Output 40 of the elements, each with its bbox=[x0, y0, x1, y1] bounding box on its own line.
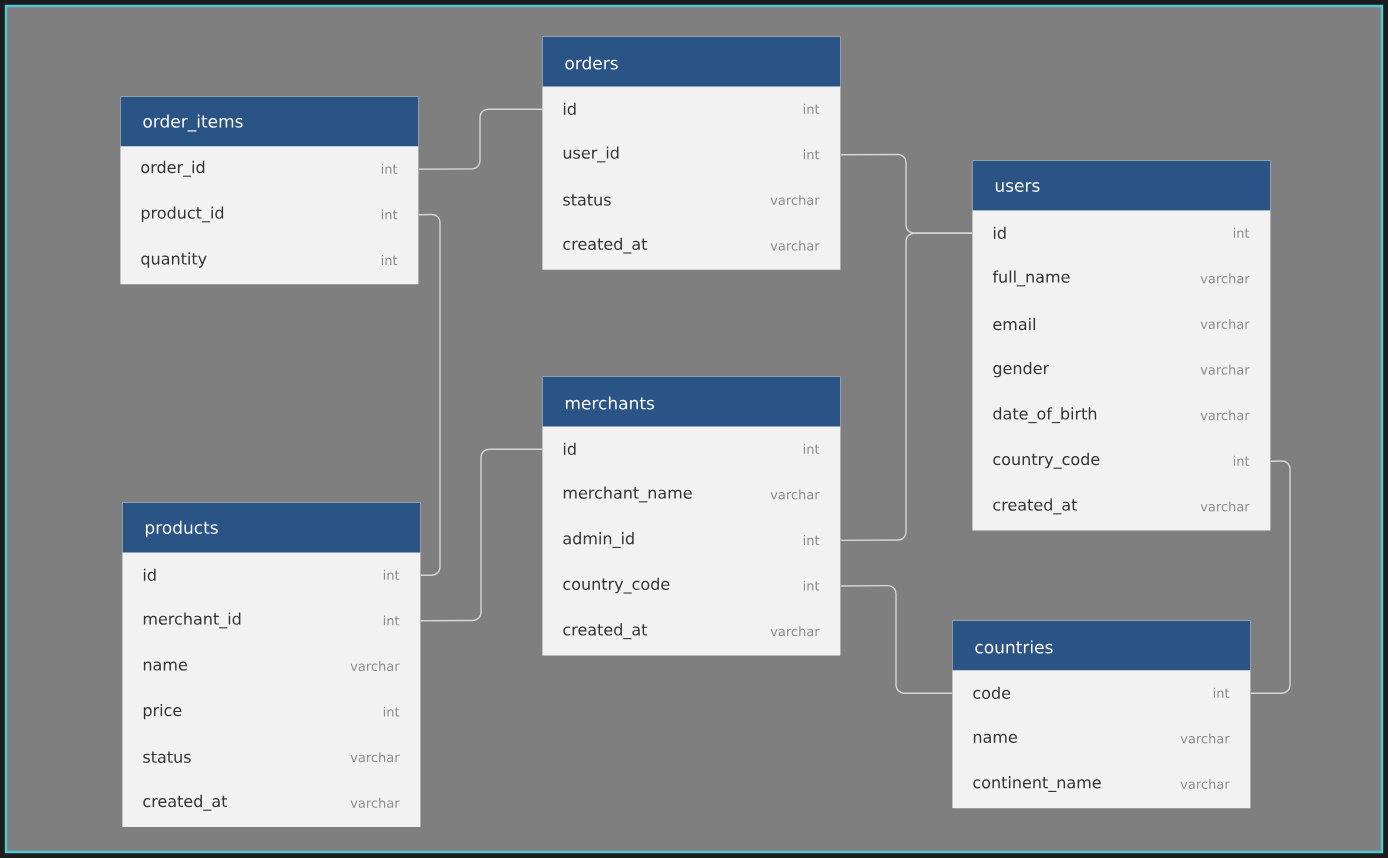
column-name: continent_name bbox=[973, 776, 1101, 792]
connector-line bbox=[418, 108, 543, 170]
connector-line bbox=[1250, 460, 1291, 694]
column-name: user_id bbox=[563, 146, 619, 163]
column-name: product_id bbox=[141, 206, 224, 223]
table-title: orders bbox=[565, 56, 618, 70]
column-name: created_at bbox=[563, 623, 648, 640]
column-name: quantity bbox=[141, 252, 207, 268]
table-title: users bbox=[995, 182, 1040, 192]
column-name: name bbox=[973, 733, 1017, 743]
column-name: code bbox=[973, 686, 1011, 699]
table-title: countries bbox=[975, 640, 1053, 654]
connector-line bbox=[840, 584, 953, 694]
column-name: id bbox=[563, 102, 576, 115]
connector-line bbox=[420, 448, 543, 622]
connector-line bbox=[840, 232, 973, 542]
column-name: merchant_name bbox=[563, 486, 692, 503]
column-name: created_at bbox=[143, 794, 228, 811]
column-name: created_at bbox=[563, 237, 648, 254]
column-name: status bbox=[563, 194, 611, 206]
column-name: id bbox=[143, 568, 156, 581]
table-title: products bbox=[145, 520, 218, 538]
column-name: price bbox=[143, 703, 182, 720]
column-name: full_name bbox=[992, 270, 1070, 287]
column-name: date_of_birth bbox=[993, 407, 1097, 424]
column-name: id bbox=[563, 442, 576, 455]
column-name: gender bbox=[993, 361, 1050, 378]
connector-line bbox=[418, 213, 441, 576]
column-name: created_at bbox=[993, 498, 1078, 515]
column-name: status bbox=[143, 751, 191, 763]
column-name: merchant_id bbox=[143, 612, 241, 629]
column-name: admin_id bbox=[563, 532, 634, 548]
column-name: country_code bbox=[993, 452, 1100, 469]
table-title: merchants bbox=[565, 396, 655, 410]
column-name: name bbox=[143, 661, 187, 671]
table-title: order_items bbox=[143, 114, 243, 132]
column-name: id bbox=[993, 226, 1006, 239]
column-name: country_code bbox=[563, 577, 670, 594]
column-name: order_id bbox=[141, 160, 205, 177]
column-name: email bbox=[993, 317, 1036, 331]
